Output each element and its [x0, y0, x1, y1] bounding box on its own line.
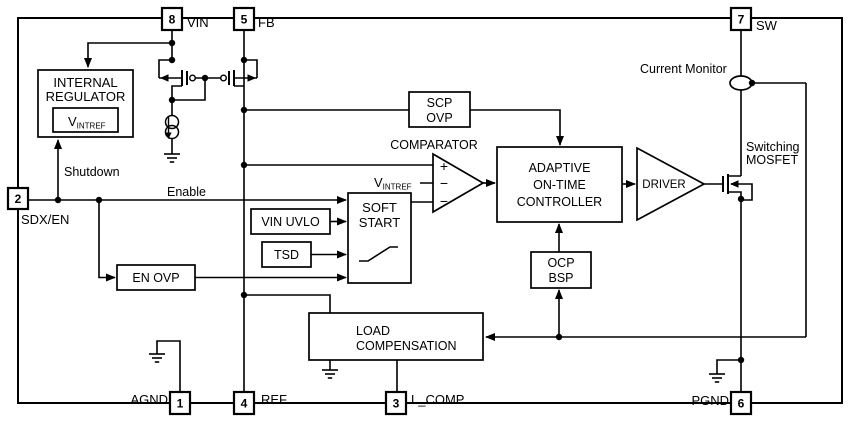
chip-outline: [17, 17, 843, 404]
load-compensation-label-2: COMPENSATION: [356, 339, 456, 353]
comparator-plus-sign: +: [440, 158, 448, 174]
load-compensation-block: [308, 312, 484, 361]
vintref-box: [52, 107, 119, 133]
pin-agnd-label: AGND: [130, 392, 168, 407]
pin-4-box: [232, 390, 256, 416]
current-monitor-symbol: [729, 75, 753, 91]
ocp-bsp-label-1: OCP: [547, 256, 574, 270]
en-ovp-block: [116, 264, 196, 291]
pmos-left-gate-bubble: [188, 74, 196, 82]
pin-7-box: [729, 6, 753, 32]
pmos-right-arrow: [247, 74, 256, 82]
controller-label-2: ON-TIME: [533, 178, 586, 192]
tsd-block: [261, 241, 312, 268]
pin-4-number: 4: [241, 397, 248, 411]
vintref-label: VINTREF: [68, 114, 106, 131]
pmos-left-plates: [181, 70, 188, 86]
controller-label-1: ADAPTIVE: [529, 161, 591, 175]
shutdown-label: Shutdown: [64, 165, 120, 179]
pin-1-number: 1: [177, 397, 184, 411]
ground-loadcomp: [321, 369, 339, 379]
ground-bias: [163, 153, 181, 163]
nmos-plates: [722, 174, 729, 194]
en-ovp-label: EN OVP: [132, 271, 179, 285]
tsd-label: TSD: [274, 248, 299, 262]
pin-6-box: [729, 390, 753, 416]
scp-ovp-label-2: OVP: [426, 111, 452, 125]
driver-symbol: [636, 146, 706, 222]
ocp-bsp-label-2: BSP: [548, 271, 573, 285]
nmos-body-arrow: [730, 180, 739, 188]
comparator-symbol: [432, 152, 485, 214]
wire-to-en-ovp: [98, 200, 116, 282]
comparator-vintref-label: VINTREF: [374, 175, 412, 192]
pmos-left-arrow: [160, 74, 169, 82]
driver-label: DRIVER: [642, 179, 685, 191]
vin-uvlo-block: [250, 208, 331, 235]
switching-mosfet-label-2: MOSFET: [746, 153, 798, 167]
soft-start-ramp-icon: [359, 246, 398, 262]
pin-sw-label: SW: [756, 18, 778, 33]
pin-vin-label: VIN: [187, 15, 209, 30]
pmos-right-plates: [228, 70, 235, 86]
pin-lcomp-label: L_COMP: [411, 392, 464, 407]
controller-label-3: CONTROLLER: [517, 195, 602, 209]
pin-3-number: 3: [393, 397, 400, 411]
pin-8-number: 8: [169, 13, 176, 27]
internal-regulator-label-2: REGULATOR: [46, 89, 126, 104]
wire-vin-to-regulator: [84, 42, 172, 68]
ground-agnd: [148, 353, 166, 363]
wire-left-pmos-mirror: [158, 59, 244, 154]
adaptive-on-time-controller-block: [496, 146, 623, 223]
pin-5-number: 5: [241, 13, 248, 27]
comparator-minus-sign-1: −: [440, 175, 448, 191]
pin-5-box: [232, 6, 256, 32]
current-source-bias: [164, 114, 180, 140]
internal-regulator-label-1: INTERNAL: [53, 75, 117, 90]
soft-start-label-1: SOFT: [362, 200, 397, 215]
load-compensation-label-1: LOAD: [356, 324, 390, 338]
scp-ovp-label-1: SCP: [427, 96, 453, 110]
comparator-label: COMPARATOR: [390, 138, 478, 152]
wire-scp-to-controller: [470, 109, 564, 146]
pmos-right-gate-bubble: [219, 74, 227, 82]
pin-6-number: 6: [738, 397, 745, 411]
pin-2-number: 2: [15, 192, 22, 206]
soft-start-label-2: START: [359, 215, 400, 230]
pin-7-number: 7: [738, 13, 745, 27]
switching-mosfet-label-1: Switching: [746, 140, 800, 154]
pin-2-box: [6, 186, 30, 211]
pin-8-box: [160, 6, 184, 32]
soft-start-block: [347, 192, 412, 284]
pin-pgnd-label: PGND: [691, 393, 729, 408]
junction-dots: [54, 39, 756, 364]
ocp-bsp-block: [530, 251, 592, 289]
current-monitor-label: Current Monitor: [640, 62, 727, 76]
pin-1-box: [168, 390, 192, 416]
scp-ovp-block: [408, 91, 471, 128]
pin-fb-label: FB: [258, 15, 275, 30]
comparator-minus-sign-2: −: [440, 193, 448, 209]
pin-ref-label: REF: [261, 392, 287, 407]
pin-3-box: [384, 390, 408, 416]
pin-sdxen-label: SDX/EN: [21, 212, 69, 227]
wire-sw-mosfet-feedback: [704, 30, 807, 392]
ground-pgnd: [708, 373, 726, 383]
vin-uvlo-label: VIN UVLO: [261, 215, 320, 229]
wire-grounds: [156, 340, 741, 392]
enable-label: Enable: [167, 185, 206, 199]
